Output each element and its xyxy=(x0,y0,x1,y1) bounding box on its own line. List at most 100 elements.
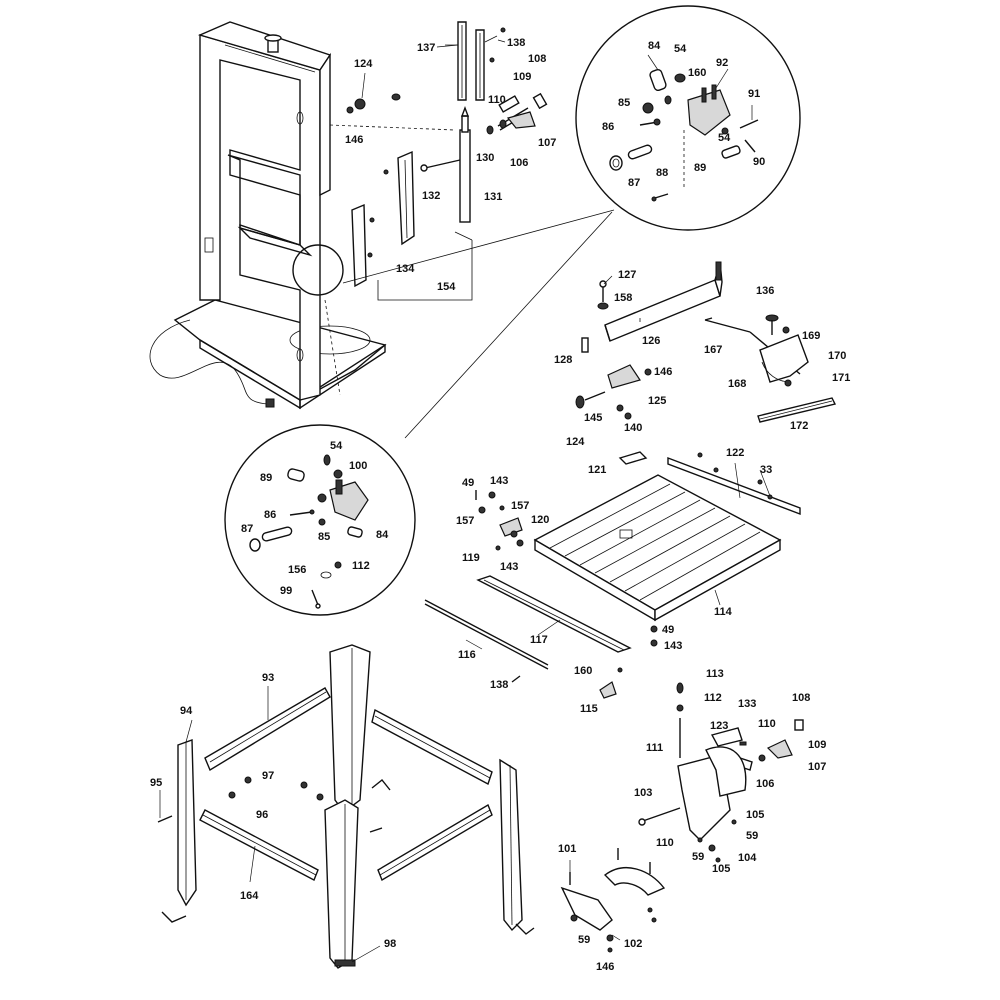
label-140: 140 xyxy=(624,422,642,434)
label-105: 105 xyxy=(712,863,730,875)
band-saw-body xyxy=(149,21,387,410)
label-91: 91 xyxy=(748,88,760,100)
label-138: 138 xyxy=(490,679,508,691)
label-124: 124 xyxy=(354,58,373,70)
label-120: 120 xyxy=(531,514,549,526)
label-115: 115 xyxy=(580,703,598,715)
label-172: 172 xyxy=(790,420,808,432)
label-88: 88 xyxy=(656,167,668,179)
label-59: 59 xyxy=(578,934,590,946)
label-107: 107 xyxy=(538,137,556,149)
label-109: 109 xyxy=(808,739,826,751)
label-98: 98 xyxy=(384,938,396,950)
label-167: 167 xyxy=(704,344,722,356)
label-95: 95 xyxy=(150,777,162,789)
label-111: 111 xyxy=(646,742,663,754)
label-117: 117 xyxy=(530,634,548,646)
label-54: 54 xyxy=(330,440,343,452)
label-125: 125 xyxy=(648,395,666,407)
leader-lines xyxy=(159,39,771,963)
label-54: 54 xyxy=(718,132,731,144)
detail-lower-guide xyxy=(224,211,613,616)
label-89: 89 xyxy=(260,472,272,484)
label-131: 131 xyxy=(484,191,502,203)
label-110: 110 xyxy=(758,718,776,730)
label-112: 112 xyxy=(352,560,370,572)
label-143: 143 xyxy=(490,475,508,487)
label-133: 133 xyxy=(738,698,756,710)
label-143: 143 xyxy=(500,561,518,573)
label-89: 89 xyxy=(694,162,706,174)
label-54: 54 xyxy=(674,43,687,55)
label-113: 113 xyxy=(706,668,724,680)
label-108: 108 xyxy=(792,692,810,704)
label-124: 124 xyxy=(566,436,585,448)
label-127: 127 xyxy=(618,269,636,281)
label-160: 160 xyxy=(574,665,592,677)
detail-upper-guide xyxy=(342,5,801,284)
label-126: 126 xyxy=(642,335,660,347)
label-158: 158 xyxy=(614,292,632,304)
label-92: 92 xyxy=(716,57,728,69)
label-102: 102 xyxy=(624,938,642,950)
label-122: 122 xyxy=(726,447,744,459)
label-164: 164 xyxy=(240,890,259,902)
label-138: 138 xyxy=(507,37,525,49)
label-160: 160 xyxy=(688,67,706,79)
stand-assembly xyxy=(157,644,535,969)
label-123: 123 xyxy=(710,720,728,732)
label-100: 100 xyxy=(349,460,367,472)
label-99: 99 xyxy=(280,585,292,597)
label-169: 169 xyxy=(802,330,820,342)
label-93: 93 xyxy=(262,672,274,684)
label-105: 105 xyxy=(746,809,764,821)
label-90: 90 xyxy=(753,156,765,168)
label-49: 49 xyxy=(462,477,474,489)
label-107: 107 xyxy=(808,761,826,773)
label-101: 101 xyxy=(558,843,576,855)
label-106: 106 xyxy=(510,157,528,169)
label-157: 157 xyxy=(456,515,474,527)
label-146: 146 xyxy=(596,961,614,973)
label-106: 106 xyxy=(756,778,774,790)
label-116: 116 xyxy=(458,649,476,661)
label-94: 94 xyxy=(180,705,193,717)
label-154: 154 xyxy=(437,281,456,293)
label-33: 33 xyxy=(760,464,772,476)
label-49: 49 xyxy=(662,624,674,636)
label-109: 109 xyxy=(513,71,531,83)
label-86: 86 xyxy=(264,509,276,521)
label-157: 157 xyxy=(511,500,529,512)
label-104: 104 xyxy=(738,852,757,864)
label-110: 110 xyxy=(488,94,506,106)
label-85: 85 xyxy=(618,97,630,109)
label-171: 171 xyxy=(832,372,850,384)
label-168: 168 xyxy=(728,378,746,390)
label-108: 108 xyxy=(528,53,546,65)
label-121: 121 xyxy=(588,464,606,476)
label-87: 87 xyxy=(241,523,253,535)
label-86: 86 xyxy=(602,121,614,133)
label-85: 85 xyxy=(318,531,330,543)
label-103: 103 xyxy=(634,787,652,799)
fence-miter-assembly xyxy=(575,261,837,423)
upper-guide-assembly xyxy=(329,21,548,301)
label-156: 156 xyxy=(288,564,306,576)
label-134: 134 xyxy=(396,263,415,275)
label-84: 84 xyxy=(648,40,661,52)
table-assembly xyxy=(424,451,801,699)
label-97: 97 xyxy=(262,770,274,782)
label-59: 59 xyxy=(692,851,704,863)
part-number-labels: 137 138 108 109 110 107 106 130 131 132 … xyxy=(150,37,850,973)
label-128: 128 xyxy=(554,354,572,366)
label-143: 143 xyxy=(664,640,682,652)
label-146: 146 xyxy=(654,366,672,378)
label-110: 110 xyxy=(656,837,674,849)
label-84: 84 xyxy=(376,529,389,541)
label-59: 59 xyxy=(746,830,758,842)
label-87: 87 xyxy=(628,177,640,189)
label-170: 170 xyxy=(828,350,846,362)
label-114: 114 xyxy=(714,606,733,618)
label-145: 145 xyxy=(584,412,602,424)
